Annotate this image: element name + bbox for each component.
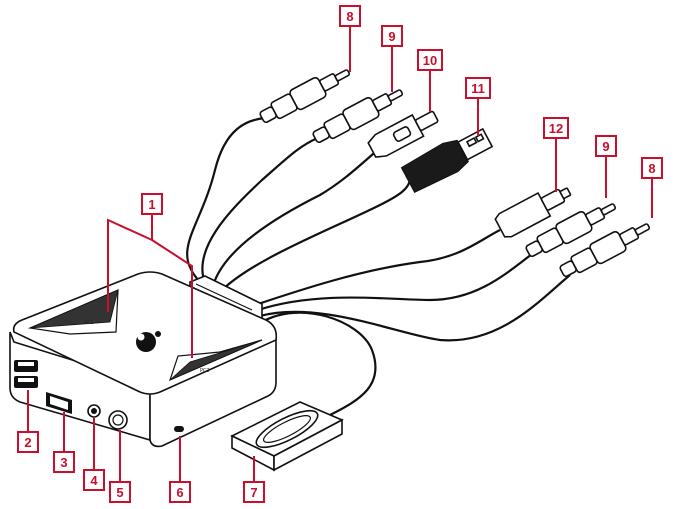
svg-text:1: 1 — [148, 197, 155, 212]
svg-text:7: 7 — [250, 485, 257, 500]
svg-text:9: 9 — [388, 29, 395, 44]
callout-9-right: 9 — [595, 135, 617, 157]
usb-c-plug-icon — [367, 110, 439, 158]
svg-text:4: 4 — [90, 473, 98, 488]
kvm-switch-device: PC1 PC2 — [9, 271, 278, 448]
svg-text:PC2: PC2 — [200, 368, 210, 374]
svg-text:2: 2 — [24, 435, 31, 450]
svg-text:8: 8 — [648, 161, 655, 176]
callout-2: 2 — [17, 431, 39, 453]
callout-12: 12 — [543, 117, 569, 139]
callout-7: 7 — [243, 481, 265, 503]
svg-text:PC1: PC1 — [84, 320, 94, 326]
callout-6: 6 — [169, 481, 191, 503]
callout-8-right: 8 — [641, 157, 663, 179]
audio-plug-icon — [312, 89, 404, 144]
svg-text:11: 11 — [471, 81, 485, 96]
svg-text:9: 9 — [602, 139, 609, 154]
svg-text:12: 12 — [549, 121, 563, 136]
audio-plug-icon — [259, 69, 351, 124]
callout-11: 11 — [465, 77, 491, 99]
callout-8-top: 8 — [339, 5, 361, 27]
callout-1: 1 — [141, 193, 163, 215]
remote-button-icon — [230, 401, 344, 472]
audio-plug-icon — [525, 203, 617, 258]
callout-3: 3 — [53, 451, 75, 473]
svg-text:5: 5 — [116, 485, 123, 500]
callout-9-top: 9 — [381, 25, 403, 47]
usb-a-plug-icon — [400, 127, 494, 194]
callout-leaders — [27, 26, 653, 482]
audio-plug-icon — [559, 223, 651, 278]
svg-text:8: 8 — [346, 9, 353, 24]
svg-text:3: 3 — [60, 455, 67, 470]
cable-bundle — [186, 116, 571, 416]
callout-4: 4 — [83, 469, 105, 491]
usb-c-plug-icon — [494, 187, 572, 238]
logo-mark — [136, 331, 161, 352]
callout-5: 5 — [109, 481, 131, 503]
svg-text:10: 10 — [423, 53, 437, 68]
svg-text:6: 6 — [176, 485, 183, 500]
callout-10: 10 — [417, 49, 443, 71]
